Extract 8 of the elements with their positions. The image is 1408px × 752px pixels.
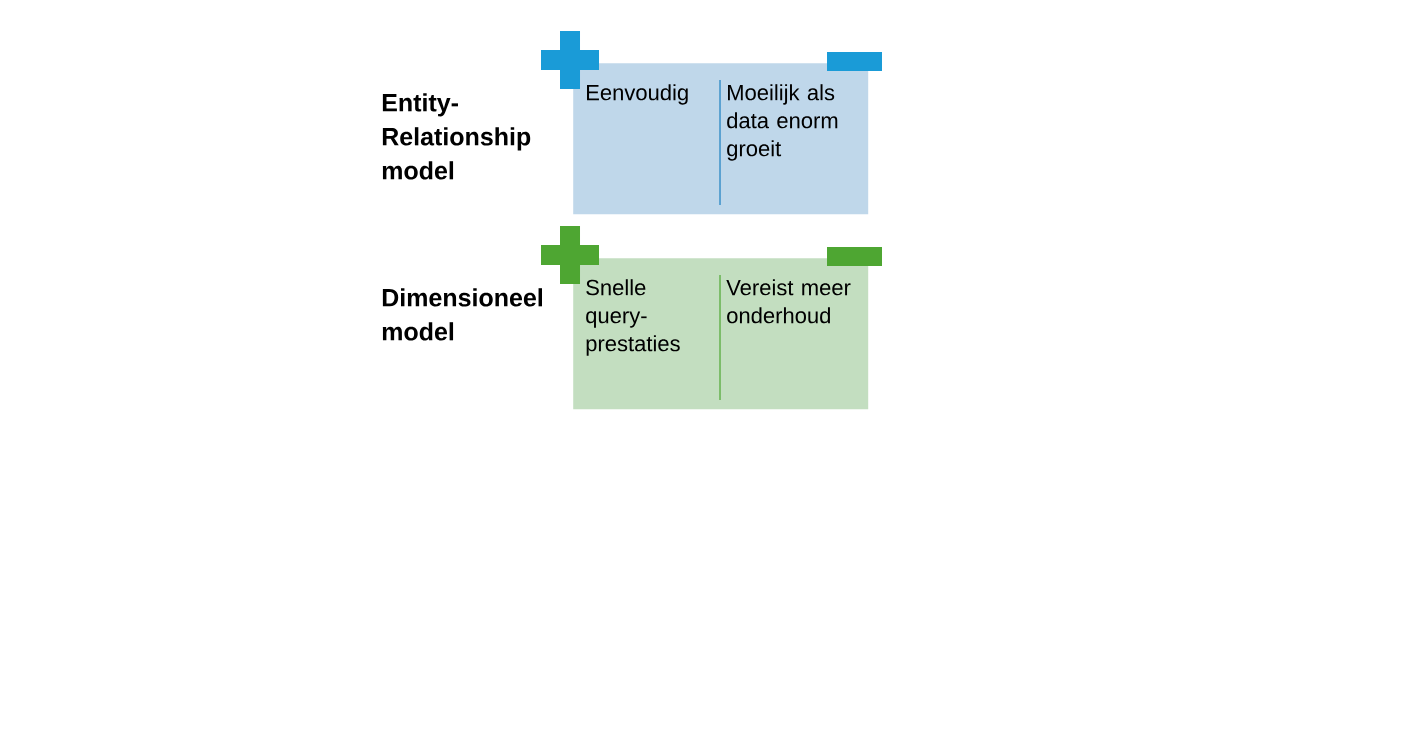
row-label: Dimensioneel model: [382, 288, 542, 341]
comparison-box: [573, 63, 869, 215]
cons-text: Vereist meer onderhoud: [726, 279, 851, 324]
row-label: Entity-Relationship model: [382, 93, 531, 180]
comparison-box: [573, 258, 869, 410]
pros-text: Eenvoudig: [587, 84, 688, 105]
cons-text: Moeilijk als data enorm groeit: [727, 84, 838, 161]
pros-text: Snelle query-prestaties: [586, 279, 680, 356]
